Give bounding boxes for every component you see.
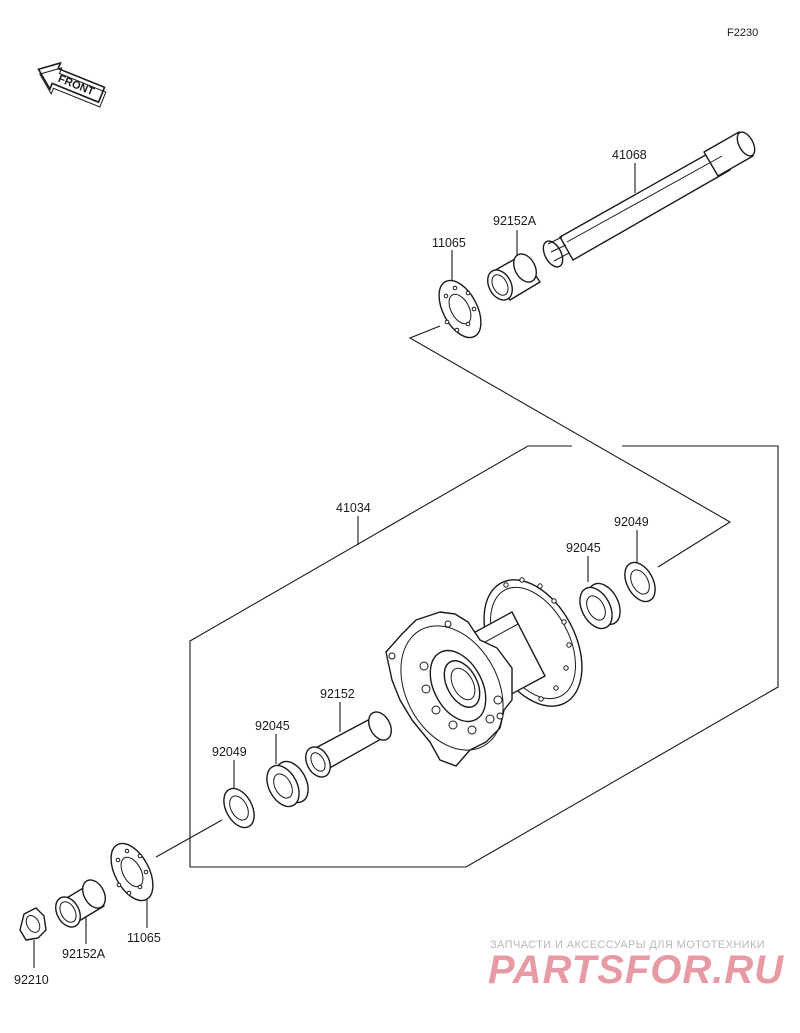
seal-92049-left bbox=[223, 760, 255, 829]
label-41034: 41034 bbox=[336, 501, 371, 515]
wheel-hub bbox=[385, 577, 583, 767]
assembly-line-bottom bbox=[155, 819, 223, 858]
label-11065-top: 11065 bbox=[432, 236, 466, 250]
label-92152: 92152 bbox=[320, 687, 355, 701]
label-92210: 92210 bbox=[14, 973, 49, 987]
bearing-92045-left bbox=[266, 734, 309, 808]
watermark-logo: PARTSFOR.RU bbox=[488, 948, 784, 992]
hub-frame bbox=[189, 445, 779, 868]
axle-41068 bbox=[542, 131, 756, 268]
label-92152a-top: 92152A bbox=[493, 214, 537, 228]
label-41068: 41068 bbox=[612, 148, 647, 162]
label-92152a-bottom: 92152A bbox=[62, 947, 106, 961]
collar-92152a-bottom bbox=[55, 879, 106, 944]
seal-92049-right bbox=[624, 530, 656, 603]
spacer-92152 bbox=[305, 702, 392, 778]
bearing-92045-right bbox=[579, 556, 621, 630]
label-92049-left: 92049 bbox=[212, 745, 247, 759]
diagram-code: F2230 bbox=[727, 27, 758, 39]
watermark-tagline: ЗАПЧАСТИ И АКСЕССУАРЫ ДЛЯ МОТОТЕХНИКИ bbox=[490, 939, 765, 951]
disc-11065-bottom bbox=[110, 842, 154, 928]
label-11065-bottom: 11065 bbox=[127, 931, 161, 945]
collar-92152a-top bbox=[487, 230, 541, 301]
label-92045-left: 92045 bbox=[255, 719, 290, 733]
label-92049-right: 92049 bbox=[614, 515, 649, 529]
front-arrow-icon: FRONT bbox=[37, 61, 107, 108]
assembly-line-top bbox=[408, 325, 732, 568]
label-92045-right: 92045 bbox=[566, 541, 601, 555]
nut-92210 bbox=[19, 907, 47, 968]
disc-11065-top bbox=[438, 250, 482, 339]
